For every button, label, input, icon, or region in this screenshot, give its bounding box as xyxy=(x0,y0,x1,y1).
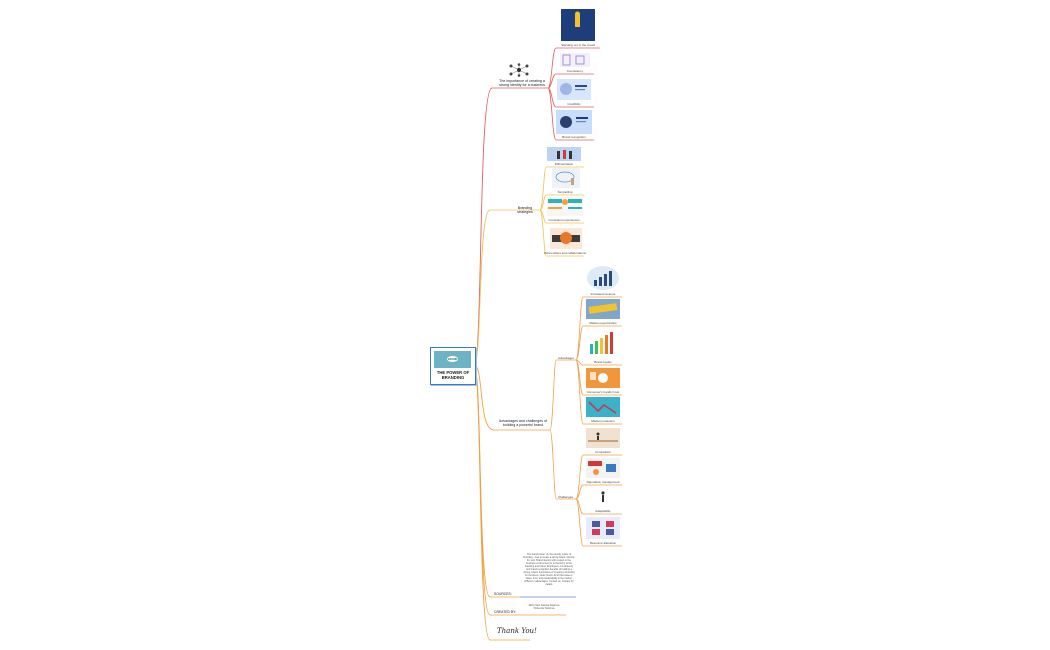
authors-text: Marin Tacz Daniela Tokarova Hortenzia To… xyxy=(528,604,560,610)
connector-recognition xyxy=(547,87,557,141)
group-advantages[interactable]: Advantages xyxy=(558,356,574,360)
brand-loyalty-image xyxy=(586,330,620,358)
central-topic-image: BRAND xyxy=(434,351,471,368)
child-consistency[interactable]: Consistency xyxy=(566,69,584,73)
connector-advantage-4 xyxy=(575,359,584,425)
network-icon xyxy=(508,63,530,77)
child-reputation-management[interactable]: Reputation management xyxy=(586,480,620,484)
consumer-trust-image xyxy=(586,368,620,388)
credibility-image xyxy=(557,79,591,100)
branch-importance[interactable]: The importance of creating a strong iden… xyxy=(499,79,545,88)
market-protection-image xyxy=(586,397,620,417)
connector-consistency xyxy=(547,73,557,89)
storytelling-image xyxy=(552,168,580,188)
connector-thank-you xyxy=(473,364,491,641)
connector-experiences xyxy=(539,209,547,224)
branch-strategies[interactable]: Branding strategies xyxy=(517,206,533,215)
reputation-image xyxy=(586,458,620,478)
child-increased-revenue[interactable]: Increased revenue xyxy=(590,292,616,296)
crowd-image xyxy=(561,9,595,41)
child-adaptability[interactable]: Adaptability xyxy=(595,509,611,513)
branch-sources[interactable]: SOURCES: xyxy=(494,592,512,596)
child-brand-recognition[interactable]: Brand recognition xyxy=(562,135,586,139)
child-credibility[interactable]: Credibility xyxy=(567,102,581,106)
connector-challenge-0 xyxy=(575,454,584,500)
connector-partnerships xyxy=(539,209,547,257)
child-market-protection[interactable]: Market protection xyxy=(591,419,615,423)
differentiation-image xyxy=(547,147,581,161)
child-partnerships[interactable]: Partnerships and collaborations xyxy=(543,251,587,255)
resource-allocation-image xyxy=(586,517,620,539)
child-standing-out[interactable]: Standing out in the crowd xyxy=(561,43,595,47)
partnerships-image xyxy=(550,228,582,249)
child-resource-allocation[interactable]: Resource allocation xyxy=(589,541,617,545)
child-brand-loyalty[interactable]: Brand loyalty xyxy=(594,360,612,364)
child-consumer-trust[interactable]: Consumer's loyalty/ trust xyxy=(586,390,620,394)
child-differentiation[interactable]: Differentiation xyxy=(554,162,574,166)
connector-importance xyxy=(473,87,493,366)
child-storytelling[interactable]: Storytelling xyxy=(557,190,573,194)
connector-standing-out xyxy=(547,47,557,89)
consistency-image xyxy=(560,53,590,67)
market-opportunities-image xyxy=(586,299,620,319)
connector-challenge-2 xyxy=(575,498,584,515)
connector-credibility xyxy=(547,87,557,108)
connector-storytelling xyxy=(539,194,547,211)
thank-you-note: Thank You! xyxy=(497,627,537,635)
connector-advantage-1 xyxy=(575,325,584,361)
brand-badge-text: BRAND xyxy=(448,357,458,361)
child-competition[interactable]: Competition xyxy=(594,450,612,454)
revenue-image xyxy=(587,266,619,290)
connector-challenges xyxy=(549,429,557,500)
recognition-image xyxy=(556,110,592,134)
experiences-image xyxy=(547,197,583,216)
central-topic-title: THE POWER OF BRANDING xyxy=(436,370,470,380)
central-topic[interactable]: BRAND THE POWER OF BRANDING xyxy=(430,347,476,385)
competition-image xyxy=(586,428,620,448)
brand-badge xyxy=(447,356,458,362)
adaptability-image xyxy=(594,489,612,507)
connector-advantages xyxy=(549,359,557,431)
connector-differentiation xyxy=(539,166,547,211)
connector-adv-challenges xyxy=(473,364,495,431)
connector-strategies xyxy=(473,209,491,366)
group-challenges[interactable]: Challenges xyxy=(558,495,574,499)
connector-challenge-1 xyxy=(575,484,584,500)
sources-text: The brand power: on the identity power o… xyxy=(523,553,575,586)
child-consistent-experiences[interactable]: Consistent experiences xyxy=(548,218,580,222)
connector-challenge-3 xyxy=(575,498,584,547)
branch-created-by[interactable]: CREATED BY: xyxy=(494,610,517,614)
child-market-opportunities[interactable]: Market opportunities xyxy=(589,321,617,325)
connector-advantage-2 xyxy=(575,359,584,366)
branch-advantages-challenges[interactable]: Advantages and challenges of building a … xyxy=(498,419,548,428)
connectors xyxy=(473,47,622,641)
